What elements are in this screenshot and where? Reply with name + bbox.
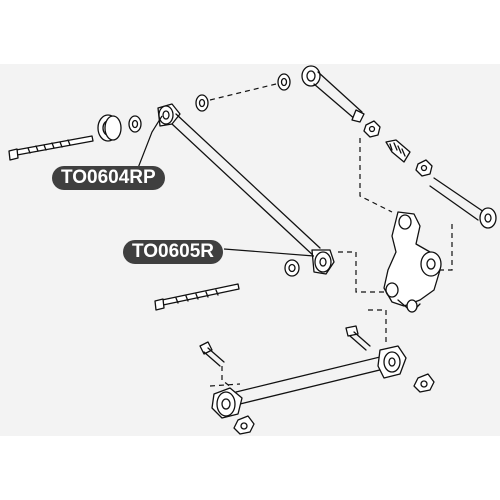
right-lateral-arm bbox=[301, 65, 365, 123]
assembly-guide-lines bbox=[209, 83, 453, 389]
rubber-bushing bbox=[97, 114, 122, 142]
nut-lower-left bbox=[233, 415, 255, 435]
bolt-lower-left bbox=[199, 341, 225, 367]
callout-leaders bbox=[137, 115, 315, 257]
washer-left bbox=[128, 115, 142, 133]
nut-top bbox=[363, 120, 381, 138]
bolt-lower-right bbox=[345, 325, 371, 351]
middle-long-bolt bbox=[154, 283, 240, 311]
upper-control-arm bbox=[157, 103, 335, 275]
threaded-adjuster bbox=[385, 139, 411, 163]
part-number-callout-to0605r: TO0605R bbox=[123, 240, 224, 264]
lower-trailing-arm bbox=[211, 345, 407, 419]
washer-top-left bbox=[195, 94, 209, 112]
steering-knuckle bbox=[383, 211, 442, 313]
lower-right-lateral-arm bbox=[429, 177, 497, 229]
washer-top-right bbox=[277, 73, 291, 91]
nut-middle bbox=[415, 159, 433, 177]
nut-lower-right bbox=[413, 373, 435, 393]
washer-lower-end bbox=[284, 259, 300, 277]
left-long-bolt bbox=[8, 135, 94, 161]
part-number-callout-to0604rp: TO0604RP bbox=[52, 166, 165, 190]
